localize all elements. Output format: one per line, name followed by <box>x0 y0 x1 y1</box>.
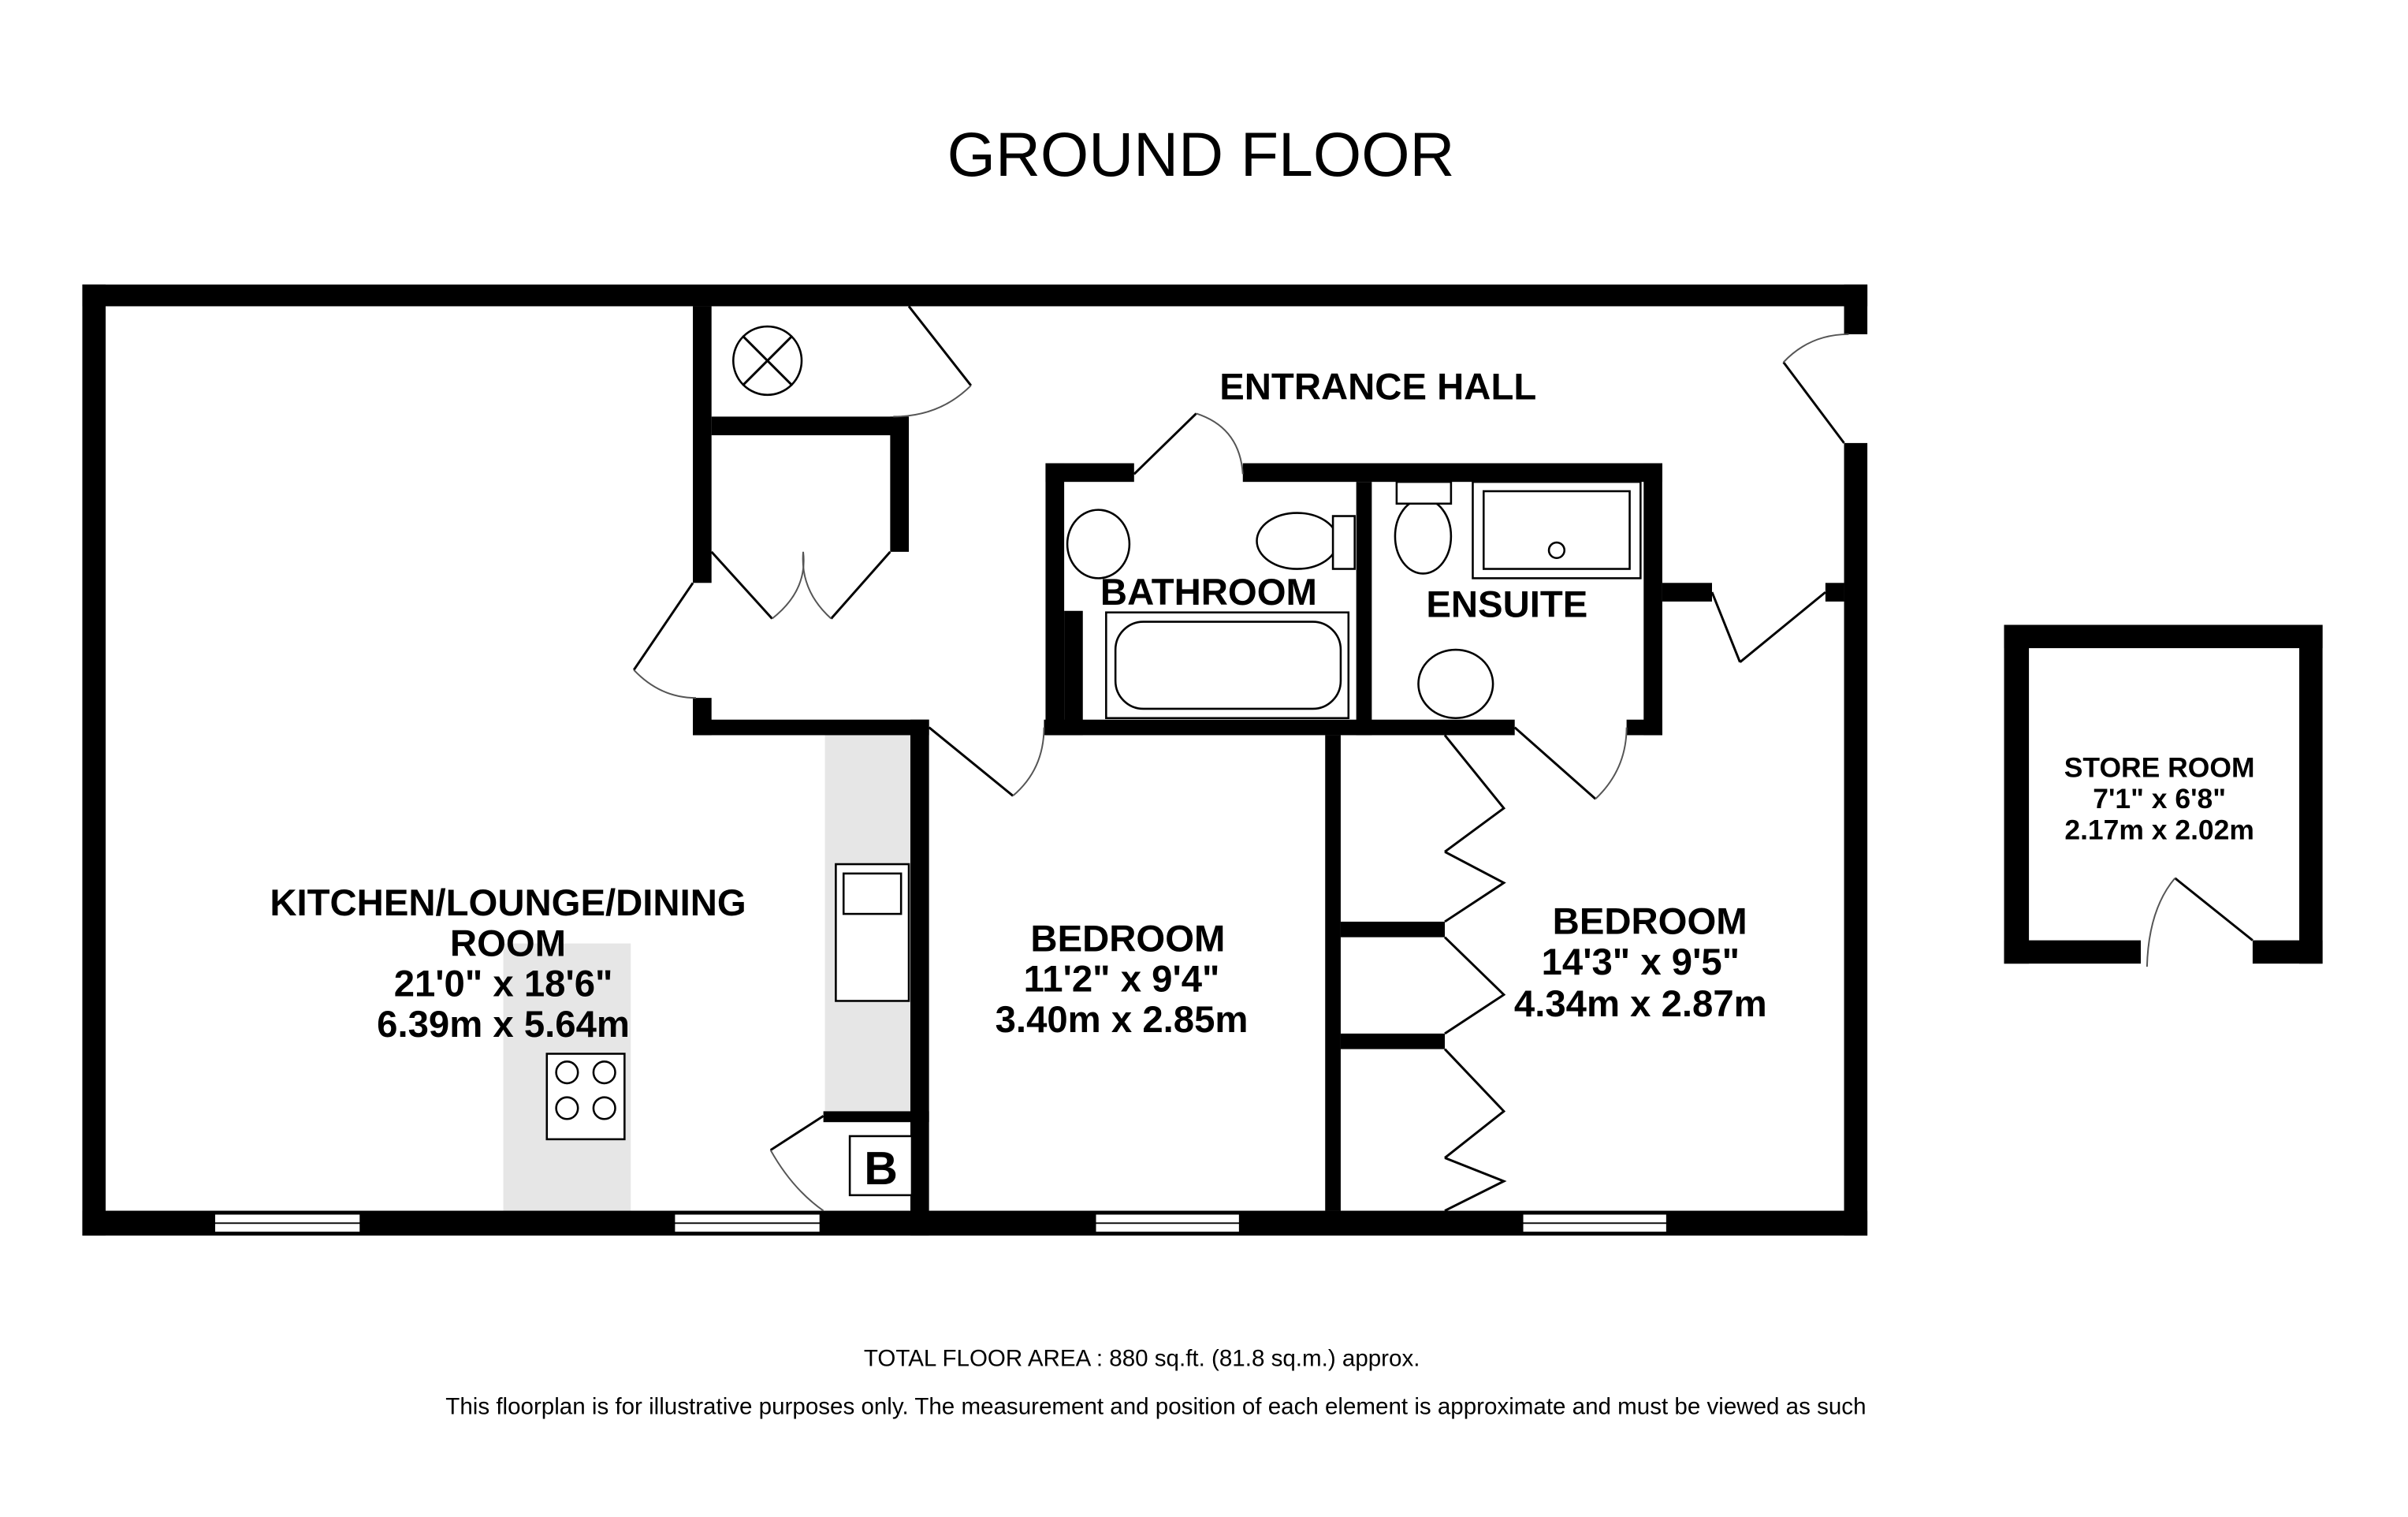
ensuite-toilet-icon <box>1394 498 1453 575</box>
room-imperial: 21'0" x 18'6" <box>394 964 613 1005</box>
store-room: STORE ROOM 7'1" x 6'8" 2.17m x 2.02m <box>2004 624 2323 967</box>
room-imperial: 11'2" x 9'4" <box>1024 959 1220 1001</box>
store-room-imperial: 7'1" x 6'8" <box>2093 783 2226 814</box>
boiler-label: B <box>864 1142 898 1195</box>
disclaimer: This floorplan is for illustrative purpo… <box>445 1394 1866 1420</box>
store-room-metric: 2.17m x 2.02m <box>2064 814 2254 845</box>
bathroom-toilet-icon <box>1256 512 1339 570</box>
bathroom-basin-icon <box>1066 509 1131 580</box>
room-metric: 3.40m x 2.85m <box>996 999 1249 1041</box>
floor-title: GROUND FLOOR <box>947 120 1455 189</box>
room-imperial: 14'3" x 9'5" <box>1542 941 1740 983</box>
bedroom1-label: BEDROOM 11'2" x 9'4" 3.40m x 2.85m <box>996 918 1249 1040</box>
total-floor-area: TOTAL FLOOR AREA : 880 sq.ft. (81.8 sq.m… <box>864 1346 1420 1372</box>
bedroom2-label: BEDROOM 14'3" x 9'5" 4.34m x 2.87m <box>1514 901 1767 1025</box>
kitchen-label: KITCHEN/LOUNGE/DINING ROOM 21'0" x 18'6"… <box>270 882 746 1046</box>
room-name: KITCHEN/LOUNGE/DINING <box>270 882 746 924</box>
windows <box>214 1213 1668 1234</box>
bathroom-label: BATHROOM <box>1100 572 1317 613</box>
ensuite-basin-icon <box>1417 648 1494 720</box>
entrance-hall-label: ENTRANCE HALL <box>1219 367 1536 408</box>
ensuite-label: ENSUITE <box>1426 584 1587 626</box>
room-metric: 6.39m x 5.64m <box>377 1004 630 1046</box>
walls <box>82 284 1868 1236</box>
room-name: ROOM <box>450 922 566 964</box>
fixtures: B <box>545 325 1642 1197</box>
store-room-name: STORE ROOM <box>2064 752 2255 784</box>
doors <box>632 305 1849 1212</box>
room-metric: 4.34m x 2.87m <box>1514 983 1767 1025</box>
room-name: BEDROOM <box>1030 918 1225 960</box>
room-name: BEDROOM <box>1553 901 1747 943</box>
